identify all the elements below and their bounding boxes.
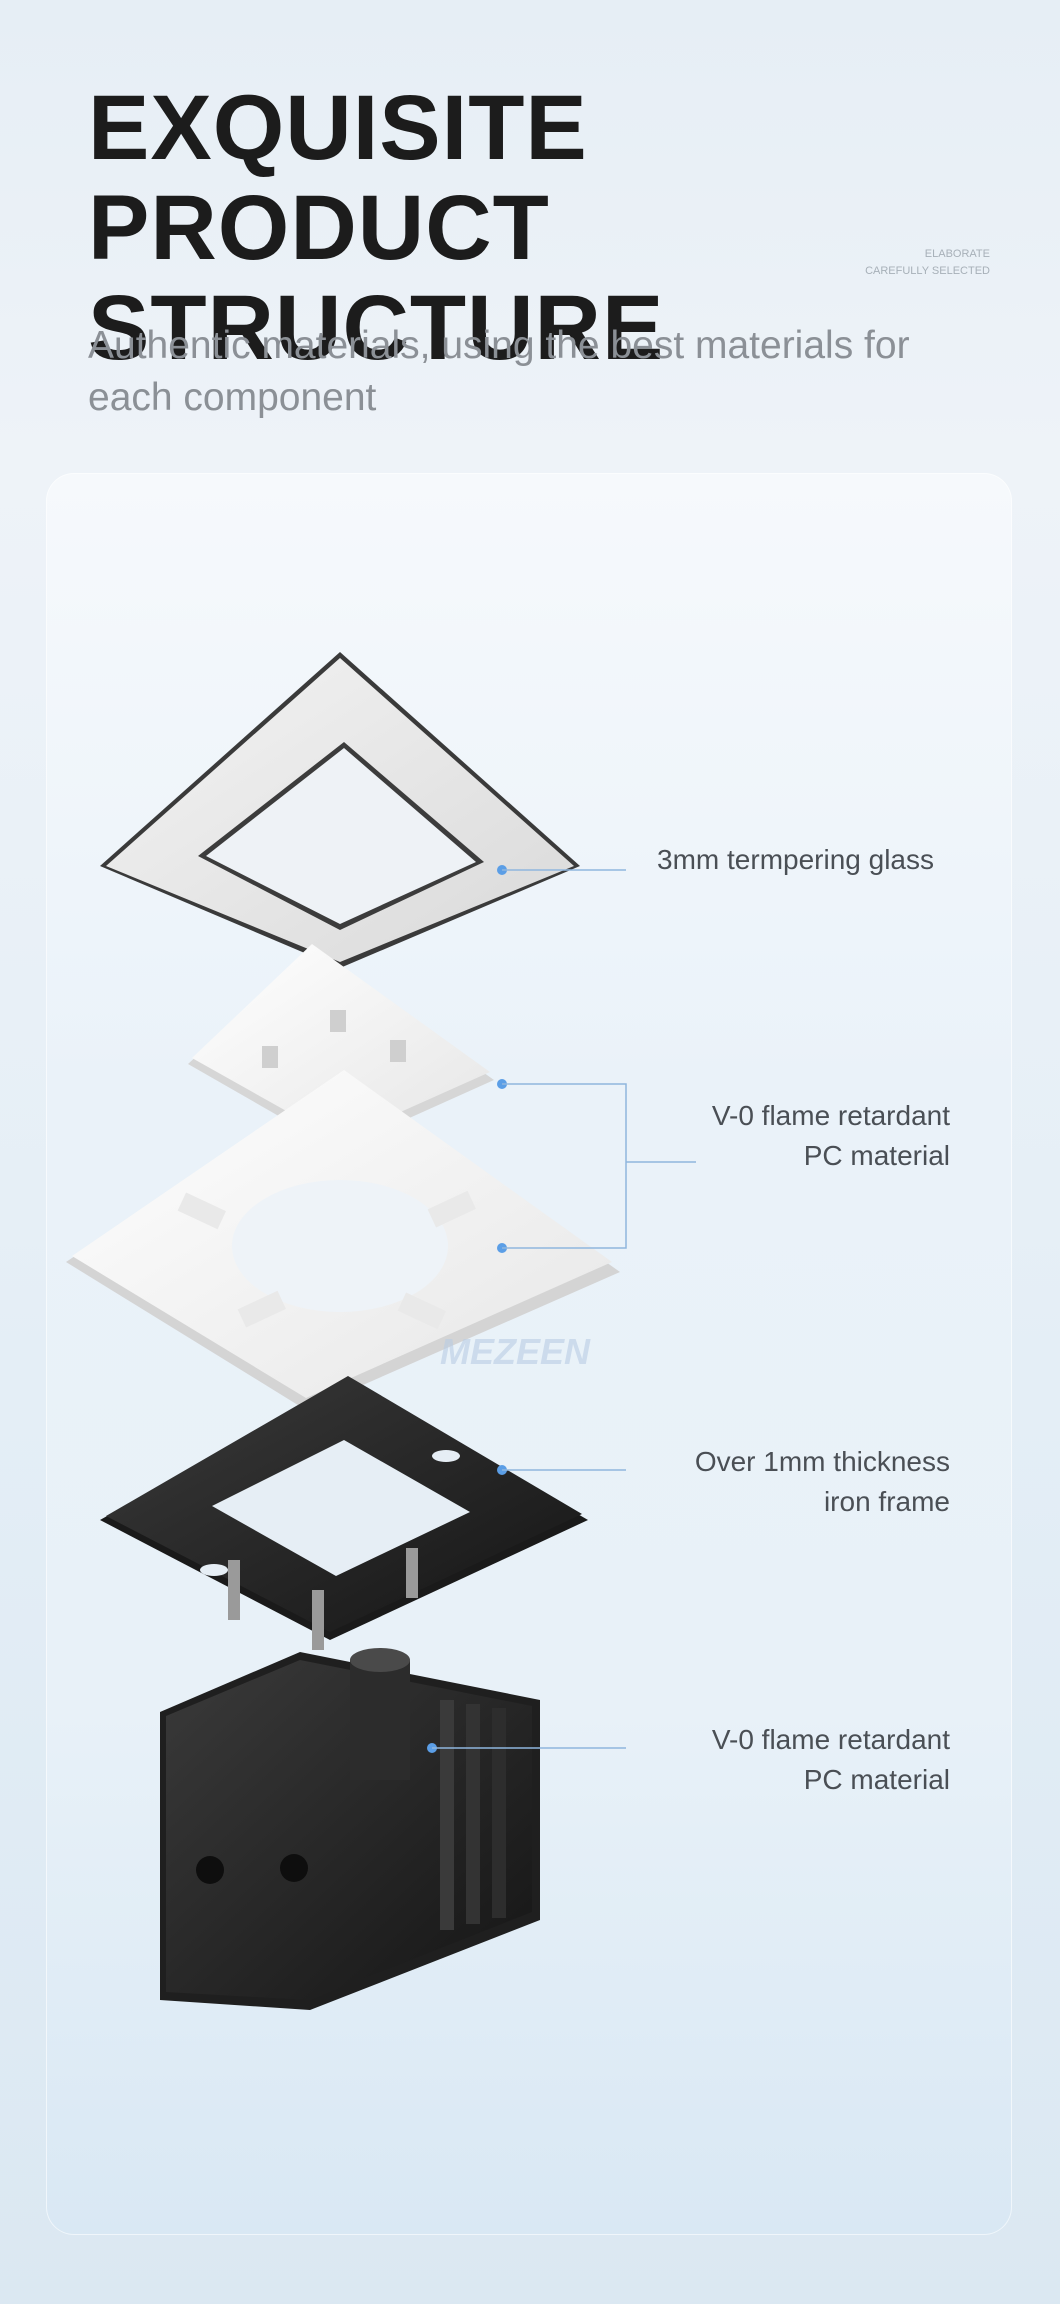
callout-glass bbox=[497, 865, 626, 875]
page-title-line-1: EXQUISITE PRODUCT bbox=[88, 77, 588, 279]
callout-iron-frame bbox=[497, 1465, 626, 1475]
tagline-line-2: CAREFULLY SELECTED bbox=[865, 265, 990, 277]
label-pc-inner-frame: V-0 flame retardant PC material bbox=[620, 1096, 950, 1176]
label-pc-inner-frame-line-2: PC material bbox=[803, 1140, 950, 1171]
glass-panel-part bbox=[100, 652, 580, 968]
label-glass-line-1: 3mm termpering glass bbox=[657, 844, 934, 875]
callout-pc-inner bbox=[497, 1079, 696, 1253]
tagline-line-1: ELABORATE bbox=[924, 248, 990, 260]
pc-inner-frame-part bbox=[188, 944, 494, 1150]
page-title: EXQUISITE PRODUCT STRUCTURE bbox=[88, 78, 1060, 378]
callout-socket-core bbox=[427, 1743, 626, 1753]
iron-frame-part bbox=[100, 1376, 588, 1650]
label-socket-core-line-1: V-0 flame retardant bbox=[711, 1724, 950, 1755]
label-iron-frame-line-2: iron frame bbox=[823, 1486, 950, 1517]
socket-core-part bbox=[160, 1648, 540, 2010]
pc-main-frame-part bbox=[66, 1070, 620, 1410]
page-title-line-2: STRUCTURE bbox=[88, 277, 665, 379]
watermark: MEZEEN bbox=[440, 1331, 591, 1372]
label-glass: 3mm termpering glass bbox=[620, 840, 934, 880]
label-socket-core: V-0 flame retardant PC material bbox=[620, 1720, 950, 1800]
tagline: ELABORATE CAREFULLY SELECTED bbox=[865, 246, 990, 280]
label-socket-core-line-2: PC material bbox=[803, 1764, 950, 1795]
label-pc-inner-frame-line-1: V-0 flame retardant bbox=[711, 1100, 950, 1131]
label-iron-frame: Over 1mm thickness iron frame bbox=[620, 1442, 950, 1522]
subtitle: Authentic materials, using the best mate… bbox=[88, 324, 910, 419]
label-iron-frame-line-1: Over 1mm thickness bbox=[694, 1446, 950, 1477]
